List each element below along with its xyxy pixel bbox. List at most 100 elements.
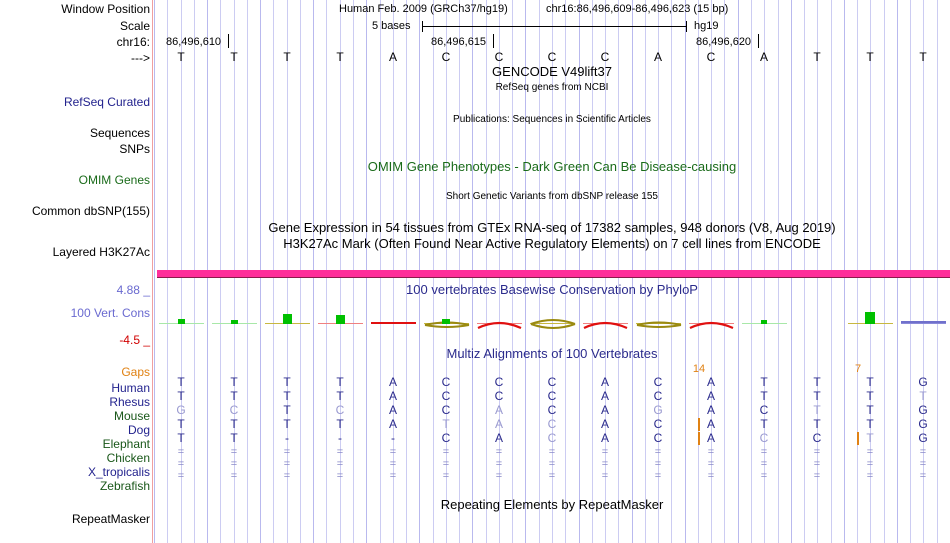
conservation-column[interactable]: [632, 310, 685, 338]
alignment-base: A: [706, 375, 715, 389]
alignment-base: T: [442, 417, 450, 431]
multiz-title[interactable]: Multiz Alignments of 100 Vertebrates: [446, 346, 658, 361]
alignment-base: C: [547, 389, 557, 403]
label-cons-max[interactable]: 4.88 _: [116, 283, 150, 297]
alignment-base: A: [706, 403, 715, 417]
alignment-base: =: [813, 458, 821, 470]
label-chrom[interactable]: chr16:: [116, 35, 150, 49]
alignment-base: T: [177, 389, 185, 403]
label-species-xtropicalis[interactable]: X_tropicalis: [87, 465, 150, 479]
conservation-column[interactable]: [208, 310, 261, 338]
alignment-base: C: [653, 417, 663, 431]
alignment-base: A: [494, 417, 503, 431]
alignment-base: =: [495, 458, 503, 470]
label-scale[interactable]: Scale: [119, 19, 150, 33]
alignment-base: T: [760, 389, 768, 403]
alignment-row-x_tropicalis[interactable]: ===============: [154, 458, 950, 471]
alignment-base: =: [230, 470, 238, 482]
alignment-base: =: [813, 470, 821, 482]
conservation-column[interactable]: [738, 310, 791, 338]
label-gaps[interactable]: Gaps: [121, 365, 150, 379]
label-layered-h3k27ac[interactable]: Layered H3K27Ac: [52, 245, 150, 259]
conservation-column[interactable]: [897, 310, 950, 338]
label-species-zebrafish[interactable]: Zebrafish: [99, 479, 150, 493]
conservation-bar-green: [335, 315, 345, 324]
conservation-column[interactable]: [791, 310, 844, 338]
conservation-baseline: [530, 323, 575, 324]
ruler-tick: [493, 34, 494, 48]
conservation-column[interactable]: [526, 310, 579, 338]
label-species-mouse[interactable]: Mouse: [113, 409, 150, 423]
label-snps[interactable]: SNPs: [119, 142, 150, 156]
alignment-base: T: [813, 417, 821, 431]
label-window-position[interactable]: Window Position: [61, 2, 150, 16]
conservation-bar-green: [177, 319, 185, 324]
gencode-title[interactable]: GENCODE V49lift37: [492, 64, 612, 79]
alignment-base: A: [388, 389, 397, 403]
alignment-base: T: [813, 375, 821, 389]
label-common-dbsnp[interactable]: Common dbSNP(155): [31, 204, 150, 218]
alignment-base: C: [759, 403, 769, 417]
conservation-baseline: [901, 323, 946, 324]
h3k27ac-signal-baseline: [157, 277, 950, 278]
conservation-column[interactable]: [155, 310, 208, 338]
alignment-base: =: [601, 458, 609, 470]
scale-label: 5 bases: [372, 20, 411, 32]
alignment-base: -: [338, 431, 342, 445]
label-strand-arrow[interactable]: --->: [131, 51, 150, 65]
alignment-base: =: [230, 458, 238, 470]
phylop-conservation-track[interactable]: [154, 310, 950, 338]
alignment-row-zebrafish[interactable]: ===============: [154, 470, 950, 483]
alignment-base: =: [548, 446, 556, 458]
alignment-base: -: [391, 431, 395, 445]
alignment-base: =: [442, 470, 450, 482]
h3k27ac-title[interactable]: H3K27Ac Mark (Often Found Near Active Re…: [283, 236, 821, 251]
label-species-chicken[interactable]: Chicken: [106, 451, 150, 465]
label-species-elephant[interactable]: Elephant: [102, 437, 150, 451]
phylop-title[interactable]: 100 vertebrates Basewise Conservation by…: [406, 282, 698, 297]
ruler-coordinate-label: 86,496,620: [696, 36, 752, 48]
alignment-base: T: [866, 431, 874, 445]
conservation-column[interactable]: [685, 310, 738, 338]
alignment-base: T: [760, 417, 768, 431]
alignment-base: G: [653, 403, 663, 417]
label-cons-track[interactable]: 100 Vert. Cons: [70, 306, 150, 320]
publications-title[interactable]: Publications: Sequences in Scientific Ar…: [453, 114, 651, 125]
track-data-panel[interactable]: Human Feb. 2009 (GRCh37/hg19) chr16:86,4…: [154, 0, 950, 543]
conservation-column[interactable]: [314, 310, 367, 338]
ruler-base: C: [600, 50, 610, 64]
label-species-dog[interactable]: Dog: [127, 423, 150, 437]
h3k27ac-signal-bar[interactable]: [157, 270, 950, 277]
conservation-column[interactable]: [844, 310, 897, 338]
label-cons-min[interactable]: -4.5 _: [119, 333, 150, 347]
label-refseq-curated[interactable]: RefSeq Curated: [63, 95, 150, 109]
conservation-column[interactable]: [261, 310, 314, 338]
gtex-title[interactable]: Gene Expression in 54 tissues from GTEx …: [268, 220, 836, 235]
conservation-column[interactable]: [579, 310, 632, 338]
ruler-base: T: [813, 50, 821, 64]
refseq-title[interactable]: RefSeq genes from NCBI: [495, 82, 609, 93]
dbsnp-title[interactable]: Short Genetic Variants from dbSNP releas…: [446, 191, 658, 202]
label-sequences[interactable]: Sequences: [89, 126, 150, 140]
label-species-rhesus[interactable]: Rhesus: [109, 395, 150, 409]
alignment-row-chicken[interactable]: ===============: [154, 446, 950, 459]
alignment-base: A: [494, 431, 503, 445]
position-text[interactable]: chr16:86,496,609-86,496,623 (15 bp): [546, 3, 729, 15]
alignment-base: T: [230, 375, 238, 389]
conservation-column[interactable]: [367, 310, 420, 338]
label-species-human[interactable]: Human: [111, 381, 150, 395]
repeatmasker-title[interactable]: Repeating Elements by RepeatMasker: [440, 497, 664, 512]
ruler-base: A: [388, 50, 397, 64]
alignment-base: T: [760, 375, 768, 389]
omim-title[interactable]: OMIM Gene Phenotypes - Dark Green Can Be…: [367, 159, 737, 174]
conservation-column[interactable]: [473, 310, 526, 338]
label-repeatmasker[interactable]: RepeatMasker: [71, 512, 150, 526]
alignment-base: =: [177, 458, 185, 470]
label-omim-genes[interactable]: OMIM Genes: [78, 173, 150, 187]
conservation-column[interactable]: [420, 310, 473, 338]
